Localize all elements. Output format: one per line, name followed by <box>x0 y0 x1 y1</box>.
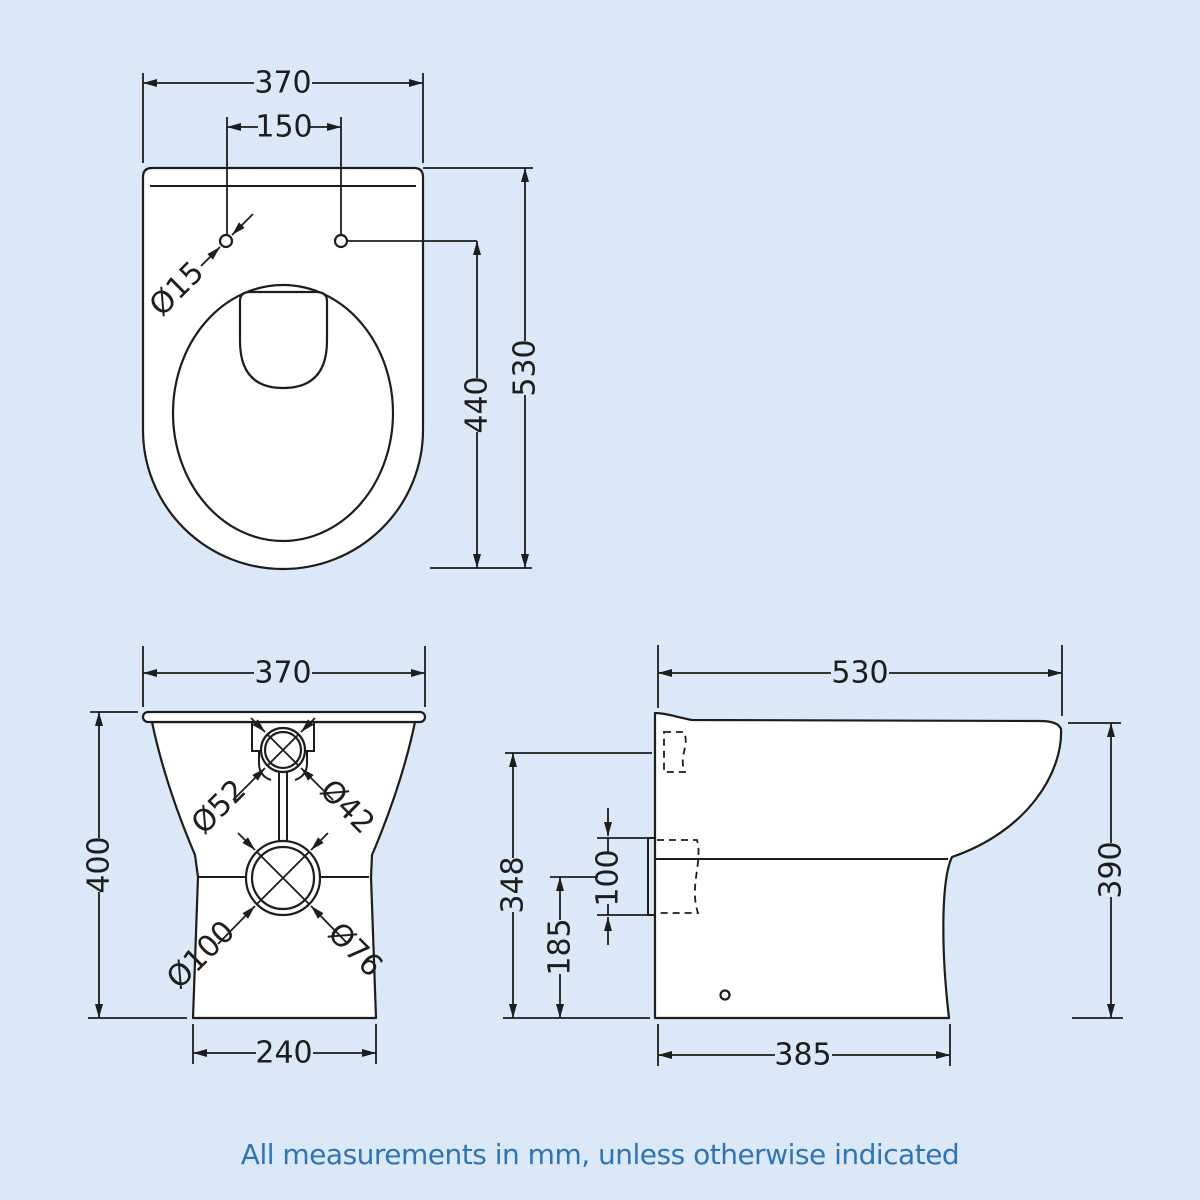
seat-opening <box>171 283 395 543</box>
dim-side-height: 390 <box>1068 722 1129 1019</box>
outlet-hidden-outline <box>657 839 700 914</box>
outlet-stub <box>647 837 656 916</box>
dim-hole-to-front-label: 440 <box>460 376 495 433</box>
measurement-note: All measurements in mm, unless otherwise… <box>240 1138 960 1171</box>
dim-front-height: 400 <box>82 711 187 1019</box>
dim-front-width-label: 370 <box>254 656 311 691</box>
front-view: Ø52 Ø42 Ø100 Ø76 370 400 <box>82 646 427 1071</box>
dim-outlet-port: 100 <box>591 808 650 945</box>
dim-top-width-label: 370 <box>254 66 311 101</box>
dim-hole-to-front: 440 <box>460 241 495 568</box>
dim-inlet-height-label: 348 <box>496 856 531 913</box>
dim-top-depth: 530 <box>508 168 543 568</box>
dim-hole-spacing-label: 150 <box>255 110 312 145</box>
dim-side-depth-label: 530 <box>831 656 888 691</box>
flush-channel <box>278 771 288 842</box>
side-view-body-outline <box>653 711 1063 1020</box>
dim-base-width-label: 240 <box>255 1036 312 1071</box>
dim-front-height-label: 400 <box>82 836 117 893</box>
flush-recess <box>238 290 329 390</box>
dim-side-depth: 530 <box>657 645 1063 716</box>
dim-top-depth-label: 530 <box>508 339 543 396</box>
dim-top-width: 370 <box>142 66 424 163</box>
front-view-rim <box>141 710 427 724</box>
inlet-hidden-outline <box>663 731 687 773</box>
dim-outlet-height-label: 185 <box>543 918 578 975</box>
dim-outlet-height: 185 <box>543 876 598 1018</box>
dim-hole-spacing: 150 <box>226 110 342 235</box>
dim-inlet-height: 348 <box>496 752 652 1019</box>
side-fixing-hole <box>719 989 731 1001</box>
fixing-hole-left <box>218 233 234 249</box>
side-view: 530 390 348 185 100 <box>496 645 1129 1073</box>
dim-base-width: 240 <box>192 1024 377 1071</box>
dim-outlet-port-label: 100 <box>591 849 626 906</box>
top-view: 370 150 Ø15 440 530 <box>141 66 543 571</box>
dim-front-width: 370 <box>142 646 426 707</box>
dim-base-depth: 385 <box>657 1024 951 1073</box>
dim-base-depth-label: 385 <box>774 1038 831 1073</box>
dim-side-height-label: 390 <box>1094 841 1129 898</box>
fixing-hole-right <box>333 233 349 249</box>
